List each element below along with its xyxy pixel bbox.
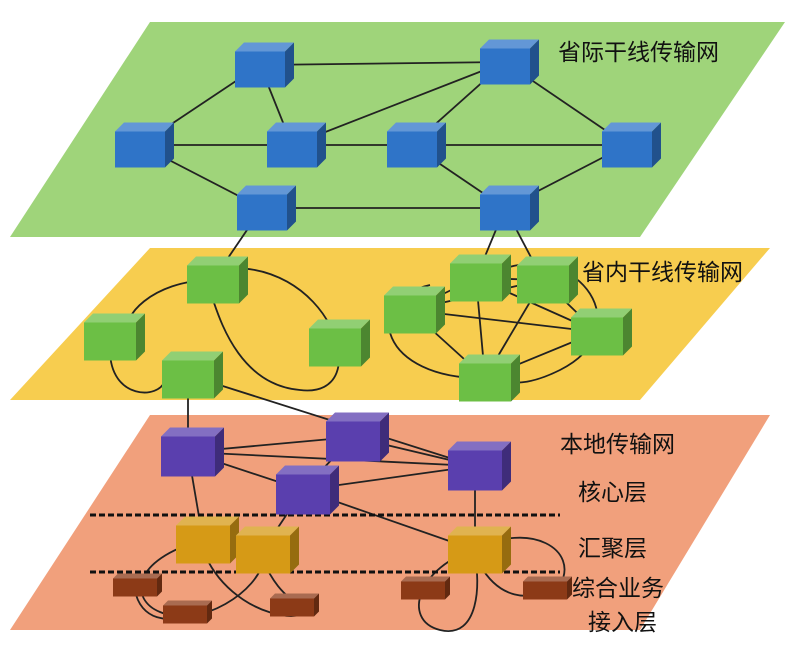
intra-provincial-label: 省内干线传输网 (582, 260, 743, 286)
core-node (448, 441, 511, 491)
aggregation-node (236, 526, 299, 574)
backbone-node (602, 122, 661, 168)
core-node (326, 412, 389, 462)
access-node (523, 576, 572, 600)
ring-link-0 (212, 267, 340, 392)
backbone-node (115, 122, 174, 168)
backbone-node (237, 185, 296, 231)
core-layer-label: 核心层 (578, 480, 647, 506)
provincial-node (162, 351, 223, 399)
aggregation-layer-label: 汇聚层 (578, 536, 647, 562)
ring-link-2 (109, 349, 166, 394)
access-layer-label-line1: 综合业务 (572, 576, 664, 602)
backbone-node (480, 185, 539, 231)
local-network-label: 本地传输网 (560, 432, 675, 458)
access-node (401, 576, 450, 600)
aggregation-node (176, 516, 239, 564)
link-A-B (259, 61, 506, 66)
link-B-D (291, 61, 506, 146)
provincial-node (384, 286, 445, 334)
backbone-node (480, 39, 539, 85)
provincial-node (84, 313, 145, 361)
provincial-node (309, 319, 370, 367)
core-node (276, 465, 339, 515)
backbone-node (267, 122, 326, 168)
backbone-node (387, 122, 446, 168)
access-node (113, 573, 162, 597)
access-node (163, 600, 212, 624)
inter-provincial-label: 省际干线传输网 (558, 40, 719, 66)
aggregation-node (448, 526, 511, 574)
provincial-node (459, 354, 520, 402)
provincial-node (187, 256, 248, 304)
ring-link-5 (140, 539, 264, 618)
core-node (161, 427, 224, 477)
provincial-node (450, 254, 511, 302)
provincial-node (571, 308, 632, 356)
access-node (270, 593, 319, 617)
backbone-node (235, 42, 294, 88)
access-layer-label-line2: 接入层 (588, 610, 657, 636)
provincial-node (517, 256, 578, 304)
